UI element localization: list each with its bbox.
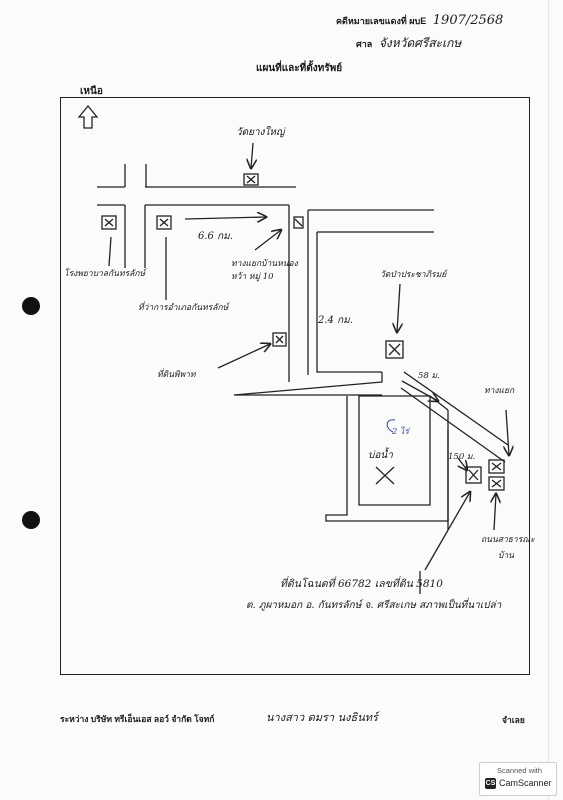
footer-defendant-handwritten: นางสาว ดมรา นงธินทร์ — [266, 711, 378, 724]
label-junction: ทางแยก — [484, 386, 515, 396]
arrow-school — [251, 142, 253, 168]
camscanner-logo-icon: CS — [485, 778, 496, 789]
label-distance-4: 150 ม. — [448, 452, 476, 462]
marker-health — [156, 215, 172, 230]
deed-line-2: ต. ภูผาหมอก อ. กันทรลักษ์ จ. ศรีสะเกษ สภ… — [246, 600, 502, 611]
footer-role: จำเลย — [502, 715, 525, 725]
case-number-label: คดีหมายเลขแดงที่ ผบE 1907/2568 — [336, 13, 503, 28]
label-health-office: ที่ว่าการอำเภอกันทรลักษ์ — [138, 303, 229, 313]
road-diagonal — [233, 372, 383, 396]
deed-line-1: ที่ดินโฉนดที่ 66782 เลขที่ดิน 5810 — [280, 578, 443, 590]
page-fold-line — [548, 0, 549, 800]
marker-hospital — [101, 215, 117, 230]
marker-village — [293, 216, 304, 229]
marker-house-1 — [488, 459, 505, 474]
label-public-road: ถนนสาธารณะ — [481, 535, 535, 545]
document-title: แผนที่และที่ตั้งทรัพย์ — [256, 63, 343, 74]
label-distance-2: 2.4 กม. — [318, 315, 353, 326]
pond-lot — [358, 395, 431, 506]
label-school: วัดยางใหญ่ — [236, 127, 285, 138]
footer-plaintiff: ระหว่าง บริษัท ทรีเอ็นเอส ลอว์ จำกัด โจท… — [60, 714, 215, 724]
north-arrow-icon — [77, 104, 99, 129]
label-distance-1: 6.6 กม. — [198, 231, 233, 242]
road-inner-vertical — [316, 232, 382, 373]
case-number-handwritten: 1907/2568 — [432, 13, 504, 28]
arrow-distance-3 — [401, 380, 438, 401]
arrow-village — [254, 230, 281, 251]
label-village-road: ที่ดินพิพาท — [157, 370, 196, 380]
marker-kk — [272, 332, 287, 347]
marker-school — [243, 173, 259, 186]
binder-hole-top — [22, 297, 40, 315]
court-name-handwritten: จังหวัดศรีสะเกษ — [378, 36, 462, 50]
road-diagonal-lower — [400, 387, 506, 463]
label-pond-area: 2 ไร่ — [392, 427, 409, 437]
marker-property — [465, 466, 482, 484]
case-label-text: คดีหมายเลขแดงที่ ผบE — [336, 16, 427, 26]
arrow-school-bottom — [494, 494, 496, 531]
arrow-temple — [397, 283, 400, 332]
arrow-distance-1 — [184, 217, 266, 219]
arrow-junction — [506, 409, 509, 455]
camscanner-watermark: Scanned with CS CamScanner — [479, 762, 557, 796]
road-diagonal-upper — [403, 371, 509, 446]
arrow-kk — [217, 344, 270, 369]
property-lot — [429, 395, 449, 530]
binder-hole-bottom — [22, 511, 40, 529]
court-label: ศาล จังหวัดศรีสะเกษ — [356, 34, 461, 53]
map-frame — [60, 97, 530, 675]
watermark-line-1: Scanned with — [497, 766, 543, 775]
north-label: เหนือ — [80, 86, 103, 97]
arrow-deed — [424, 492, 470, 571]
label-temple: วัดป่าประชาภิรมย์ — [380, 270, 447, 280]
road-top — [97, 164, 296, 188]
label-hospital: โรงพยาบาลกันทรลักษ์ — [64, 269, 146, 279]
pond-area-scribble — [386, 419, 396, 433]
watermark-line-2: CamScanner — [499, 778, 552, 788]
arrow-hospital — [108, 236, 112, 267]
label-distance-3: 58 ม. — [418, 371, 440, 381]
label-village-10: ทางแยกบ้านหนองหว้า หมู่ 10 — [231, 259, 298, 282]
label-pond: บ่อน้ำ — [368, 450, 393, 461]
label-house: บ้าน — [498, 551, 514, 561]
court-label-text: ศาล — [356, 39, 373, 49]
marker-temple — [385, 340, 404, 359]
marker-house-2 — [488, 476, 505, 491]
pond-x-icon — [375, 466, 395, 485]
